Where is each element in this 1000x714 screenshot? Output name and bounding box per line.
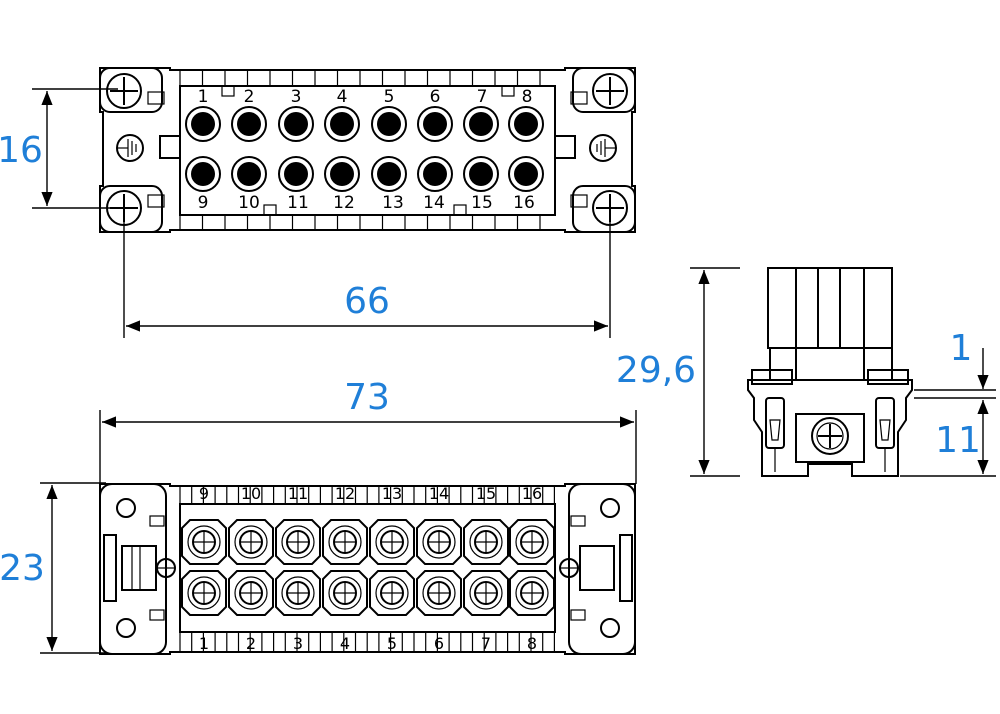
pin-contact-icon <box>278 106 314 142</box>
rear-view: 9 10 11 12 13 14 15 16 1 2 3 4 5 6 7 8 7… <box>0 377 637 655</box>
pin-contact-icon <box>324 156 360 192</box>
dimension-label: 73 <box>344 377 390 418</box>
dimension-label: 11 <box>935 420 981 461</box>
terminal-screw-icon <box>369 570 415 616</box>
dimension-16: 16 <box>0 88 118 209</box>
terminal-label: 13 <box>382 484 402 503</box>
dimension-label: 1 <box>950 328 973 369</box>
dimension-label: 66 <box>344 281 390 322</box>
pin-label: 12 <box>333 193 355 213</box>
pin-contact-icon <box>508 156 544 192</box>
terminal-screw-icon <box>369 519 415 565</box>
terminal-label: 12 <box>335 484 355 503</box>
pin-label: 8 <box>522 87 533 107</box>
terminal-screw-icon <box>416 519 462 565</box>
pin-contact-icon <box>371 156 407 192</box>
pin-label: 3 <box>291 87 302 107</box>
pin-label: 6 <box>430 87 441 107</box>
terminal-screw-icon <box>463 570 509 616</box>
terminal-label: 11 <box>288 484 308 503</box>
pin-contact-icon <box>463 156 499 192</box>
pin-label: 14 <box>423 193 445 213</box>
terminal-label: 1 <box>199 634 209 653</box>
terminal-label: 14 <box>429 484 449 503</box>
terminal-screw-icon <box>322 570 368 616</box>
pin-contact-icon <box>508 106 544 142</box>
terminal-label: 7 <box>481 634 491 653</box>
terminal-label: 6 <box>434 634 444 653</box>
dimension-73: 73 <box>99 377 637 484</box>
dimension-66: 66 <box>123 210 611 338</box>
terminal-screw-icon <box>228 519 274 565</box>
terminal-label: 10 <box>241 484 261 503</box>
pin-contact-icon <box>185 106 221 142</box>
screw-icon <box>592 73 628 109</box>
terminal-screw-icon <box>416 570 462 616</box>
pin-contact-icon <box>417 156 453 192</box>
terminal-screw-icon <box>275 519 321 565</box>
pin-contact-icon <box>231 156 267 192</box>
pin-label: 13 <box>382 193 404 213</box>
dimension-label: 16 <box>0 130 43 171</box>
screw-icon <box>106 73 142 109</box>
pin-label: 15 <box>471 193 493 213</box>
pin-contact-icon <box>324 106 360 142</box>
dimension-11: 11 <box>900 400 996 477</box>
pin-label: 11 <box>287 193 309 213</box>
pin-contact-icon <box>278 156 314 192</box>
terminal-screw-icon <box>322 519 368 565</box>
terminal-label: 5 <box>387 634 397 653</box>
terminal-screw-icon <box>509 570 555 616</box>
terminal-screw-icon <box>275 570 321 616</box>
ground-screw-icon <box>559 558 579 578</box>
pin-label: 4 <box>337 87 348 107</box>
pin-contact-icon <box>231 106 267 142</box>
terminal-screw-icon <box>181 519 227 565</box>
dimension-label: 23 <box>0 548 45 589</box>
dimension-23: 23 <box>0 482 106 654</box>
screw-icon <box>811 417 849 455</box>
front-view: 1 2 3 4 5 6 7 8 9 10 11 12 13 14 15 16 1… <box>0 67 636 338</box>
terminal-screw-icon <box>228 570 274 616</box>
ground-screw-icon <box>156 558 176 578</box>
pin-label: 9 <box>198 193 209 213</box>
pin-contact-icon <box>463 106 499 142</box>
terminal-screw-icon <box>463 519 509 565</box>
pin-label: 7 <box>477 87 488 107</box>
dimension-1: 1 <box>914 328 996 399</box>
side-view: 29,6 1 11 <box>616 267 996 477</box>
pin-contact-icon <box>185 156 221 192</box>
pin-label: 2 <box>244 87 255 107</box>
terminal-screw-icon <box>509 519 555 565</box>
pin-contact-icon <box>417 106 453 142</box>
terminal-screw-icon <box>181 570 227 616</box>
pin-label: 5 <box>384 87 395 107</box>
pin-label: 16 <box>513 193 535 213</box>
terminal-label: 3 <box>293 634 303 653</box>
pin-label: 10 <box>238 193 260 213</box>
terminal-label: 15 <box>476 484 496 503</box>
terminal-label: 16 <box>522 484 542 503</box>
terminal-label: 8 <box>527 634 537 653</box>
terminal-label: 2 <box>246 634 256 653</box>
dimension-label: 29,6 <box>616 350 696 391</box>
dimension-29-6: 29,6 <box>616 267 740 477</box>
terminal-label: 4 <box>340 634 350 653</box>
pin-contact-icon <box>371 106 407 142</box>
ground-icon <box>589 134 617 162</box>
pin-label: 1 <box>198 87 209 107</box>
terminal-label: 9 <box>199 484 209 503</box>
ground-icon <box>116 134 144 162</box>
